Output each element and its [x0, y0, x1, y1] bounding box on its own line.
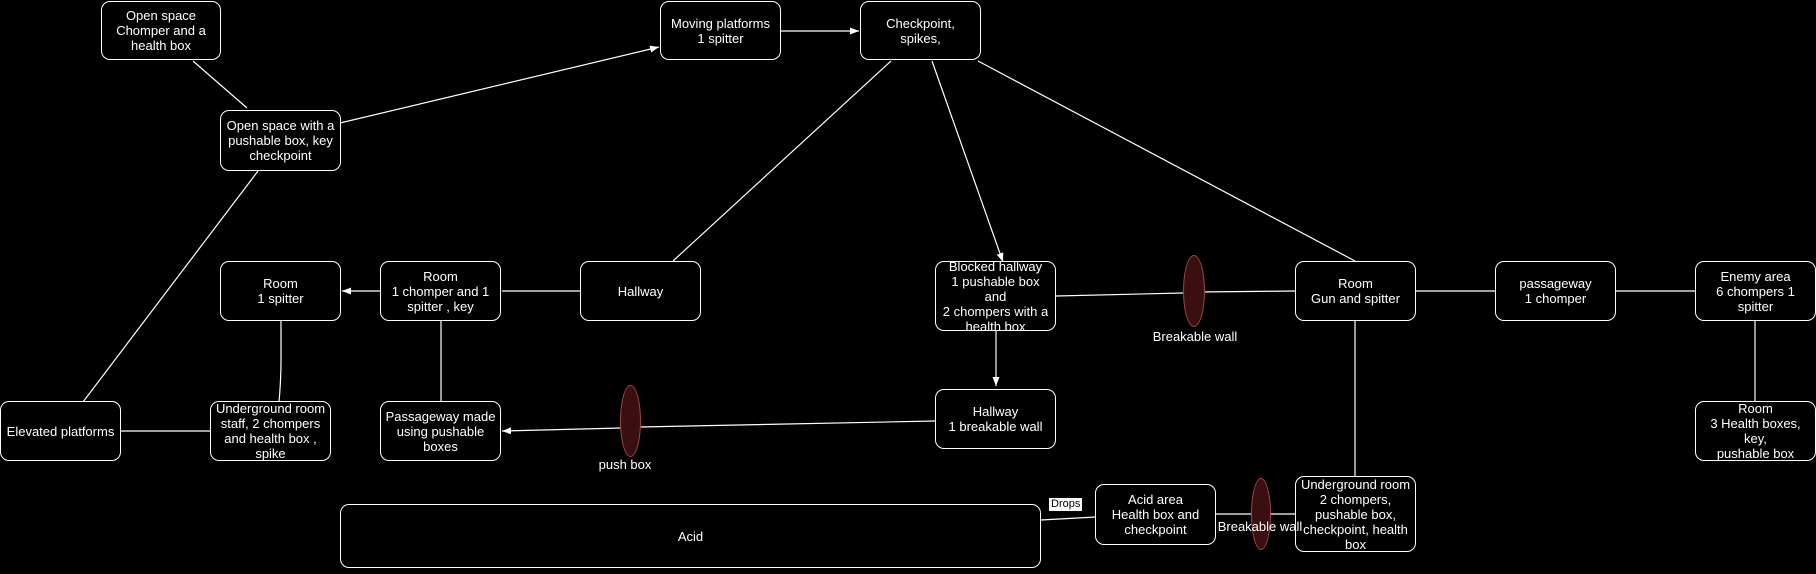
node-underground-room-staff[interactable]: Underground room staff, 2 chompers and h…	[210, 401, 331, 461]
node-underground-room-chompers[interactable]: Underground room 2 chompers, pushable bo…	[1295, 476, 1416, 552]
edge-pushable-space-to-elevated-platforms	[82, 170, 259, 403]
node-passageway-chomper[interactable]: passageway 1 chomper	[1495, 261, 1616, 321]
node-elevated-platforms[interactable]: Elevated platforms	[0, 401, 121, 461]
node-acid[interactable]: Acid	[340, 504, 1041, 568]
edge-blocked-hallway-to-wall	[1055, 292, 1184, 297]
breakable-wall-obstacle[interactable]	[1183, 255, 1205, 327]
edge-acid-area-to-acid	[1040, 516, 1097, 521]
node-enemy-area[interactable]: Enemy area 6 chompers 1 spitter	[1695, 261, 1816, 321]
node-room-chomper-key[interactable]: Room 1 chomper and 1 spitter , key	[380, 261, 501, 321]
edge-open-space-to-pushable-space	[192, 60, 248, 109]
node-moving-platforms[interactable]: Moving platforms 1 spitter	[660, 1, 781, 60]
node-hallway[interactable]: Hallway	[580, 261, 701, 321]
edge-push-box-to-passageway-boxes	[501, 427, 622, 435]
edge-checkpoint-to-blocked-hallway	[931, 60, 1004, 263]
breakable-wall-lower-obstacle[interactable]	[1251, 478, 1271, 550]
drops-edge-label: Drops	[1049, 498, 1083, 511]
node-open-space-pushable-box[interactable]: Open space with a pushable box, key chec…	[220, 110, 341, 171]
node-hallway-breakable-wall[interactable]: Hallway 1 breakable wall	[935, 389, 1056, 449]
node-checkpoint-spikes[interactable]: Checkpoint, spikes,	[860, 1, 981, 60]
edge-room-spitter-to-underground-staff	[278, 321, 282, 403]
edge-checkpoint-to-hallway	[672, 60, 892, 262]
node-passageway-pushable-boxes[interactable]: Passageway made using pushable boxes	[380, 401, 501, 461]
push-box-label: push box	[598, 457, 652, 472]
node-open-space-chomper[interactable]: Open space Chomper and a health box	[101, 1, 221, 60]
node-blocked-hallway[interactable]: Blocked hallway 1 pushable box and 2 cho…	[935, 259, 1056, 334]
node-room-spitter[interactable]: Room 1 spitter	[220, 261, 341, 321]
breakable-wall-lower-label: Breakable wall	[1217, 519, 1303, 534]
edge-pushable-space-to-moving-platforms	[339, 45, 660, 124]
edge-hallway-breakable-to-push-box	[639, 420, 936, 428]
push-box-obstacle[interactable]	[620, 385, 641, 457]
breakable-wall-label: Breakable wall	[1152, 329, 1238, 344]
edge-wall-to-room-gun	[1197, 290, 1297, 293]
node-acid-area[interactable]: Acid area Health box and checkpoint	[1095, 484, 1216, 545]
node-room-health-boxes[interactable]: Room 3 Health boxes, key, pushable box	[1695, 401, 1816, 461]
edge-checkpoint-to-room-gun	[977, 60, 1356, 262]
node-room-gun-spitter[interactable]: Room Gun and spitter	[1295, 261, 1416, 321]
